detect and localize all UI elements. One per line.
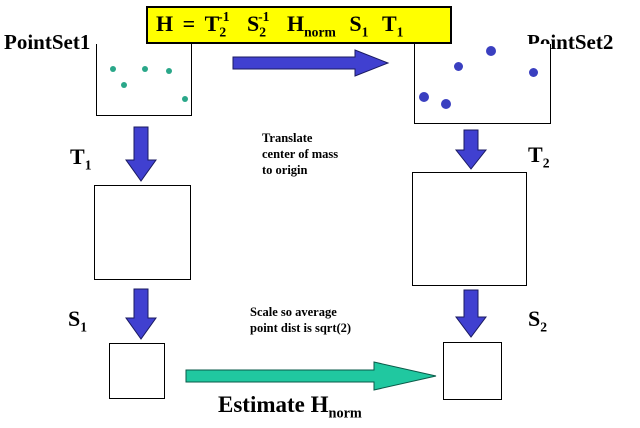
formula-s1: S1 [349,11,369,40]
s2-label: S2 [528,306,548,335]
pointset1-point [142,66,148,72]
pointset1-point [182,96,188,102]
translate-note: Translate center of mass to origin [262,131,339,177]
pointset2-point [486,46,496,56]
formula-t2: T2-1 [204,9,230,40]
pointset2-point [454,62,463,71]
pointset2-point [419,92,429,102]
pointset2-box [414,44,551,124]
pointset2-point [441,99,451,109]
formula-equals: = [182,11,196,37]
t2-result-box [412,172,527,286]
formula-banner: H = T2-1 S2-1 Hnorm S1 T1 [146,6,452,44]
pointset1-label: PointSet1 [4,30,91,54]
pointset1-box [96,44,192,116]
t1-result-box [94,185,191,280]
scale-note: Scale so average point dist is sqrt(2) [250,305,352,335]
pointset2-point [529,68,538,77]
pointset1-point [166,68,172,74]
formula-h: H [156,11,174,37]
estimate-label: Estimate Hnorm [218,392,362,422]
s1-result-box [109,343,165,399]
formula-hnorm: Hnorm [286,11,336,40]
t2-label: T2 [528,142,550,171]
t1-label: T1 [70,144,92,173]
pointset1-point [121,82,127,88]
formula-t1: T1 [381,11,404,40]
s2-result-box [443,342,502,400]
formula-s2: S2-1 [247,9,270,40]
s1-label: S1 [68,306,88,335]
pointset1-point [110,66,116,72]
